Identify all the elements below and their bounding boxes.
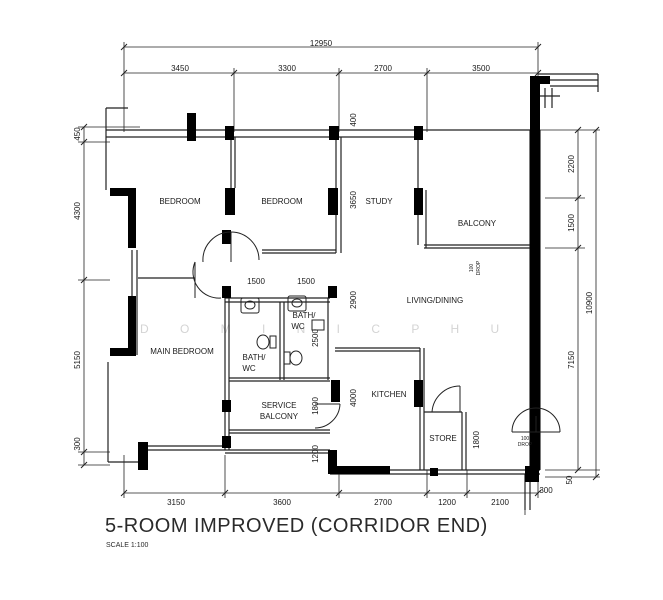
room-service-balcony-line1: SERVICE: [262, 401, 297, 410]
drop-note-corner-value: 100: [521, 436, 530, 442]
dim-top-4: 3500: [472, 64, 490, 73]
dim-bottom-extra: 300: [539, 486, 553, 495]
drop-note-balcony-value: 100: [469, 264, 475, 273]
dim-lower-1200: 1200: [311, 445, 320, 463]
room-kitchen: KITCHEN: [371, 390, 406, 399]
dim-bath-width-2: 1500: [297, 277, 315, 286]
room-service-balcony-line2: BALCONY: [260, 412, 299, 421]
dim-top-1: 3450: [171, 64, 189, 73]
dim-bottom-4: 1200: [438, 498, 456, 507]
dim-bottom-1: 3150: [167, 498, 185, 507]
dim-kitchen-4000: 4000: [349, 389, 358, 407]
dimension-labels: 12950 3450 3300 2700 3500 3150 3600 2700…: [73, 39, 594, 507]
room-balcony: BALCONY: [458, 219, 497, 228]
dim-living-2900: 2900: [349, 291, 358, 309]
dim-bottom-2: 3600: [273, 498, 291, 507]
dimension-ticks: [80, 43, 600, 497]
dim-left-3: 5150: [73, 351, 82, 369]
room-bath-wc-2-line2: WC: [291, 322, 305, 331]
room-main-bedroom: MAIN BEDROOM: [150, 347, 214, 356]
room-living-dining: LIVING/DINING: [407, 296, 463, 305]
dimension-lines: [78, 42, 600, 515]
room-bath-wc-1-line1: BATH/: [243, 353, 267, 362]
dim-bath-width-1: 1500: [247, 277, 265, 286]
bathroom-fixtures: [240, 295, 325, 366]
room-bedroom-1: BEDROOM: [159, 197, 201, 206]
dim-top-3: 2700: [374, 64, 392, 73]
dim-right-2: 1500: [567, 214, 576, 232]
dim-store-1800: 1800: [472, 431, 481, 449]
drop-note-balcony-label: DROP: [476, 260, 482, 275]
dim-top-2: 3300: [278, 64, 296, 73]
dim-left-4: 300: [73, 437, 82, 451]
dim-right-small: 50: [565, 475, 574, 484]
plan-title: 5-ROOM IMPROVED (CORRIDOR END): [105, 515, 488, 537]
dim-bottom-5: 2100: [491, 498, 509, 507]
room-labels: BEDROOM BEDROOM STUDY BALCONY LIVING/DIN…: [150, 197, 497, 443]
room-study: STUDY: [365, 197, 393, 206]
dim-left-2: 4300: [73, 202, 82, 220]
dim-study-3650: 3650: [349, 191, 358, 209]
dim-right-1: 2200: [567, 155, 576, 173]
basin-icon: [240, 297, 260, 314]
room-bath-wc-2-line1: BATH/: [293, 311, 317, 320]
room-bath-wc-1-line2: WC: [242, 364, 256, 373]
basin-icon: [287, 295, 307, 312]
plan-scale: SCALE 1:100: [106, 542, 149, 549]
toilet-icon: [289, 350, 303, 366]
dim-bath-2500: 2500: [311, 329, 320, 347]
structural-columns: [110, 76, 550, 482]
toilet-icon: [256, 334, 270, 350]
dim-bottom-3: 2700: [374, 498, 392, 507]
drop-notes: 100 DROP 100 DROP: [469, 260, 533, 448]
drop-note-corner-label: DROP: [518, 442, 533, 448]
dim-right-outer: 10900: [585, 291, 594, 314]
dim-top-400: 400: [349, 113, 358, 127]
dim-overall-top: 12950: [310, 39, 333, 48]
dim-service-1800: 1800: [311, 397, 320, 415]
room-store: STORE: [429, 434, 456, 443]
watermark: D O M I N I C P H U A: [140, 322, 552, 336]
door-swings: [192, 231, 561, 433]
dim-left-1: 450: [73, 127, 82, 141]
room-bedroom-2: BEDROOM: [261, 197, 303, 206]
dim-right-3: 7150: [567, 351, 576, 369]
